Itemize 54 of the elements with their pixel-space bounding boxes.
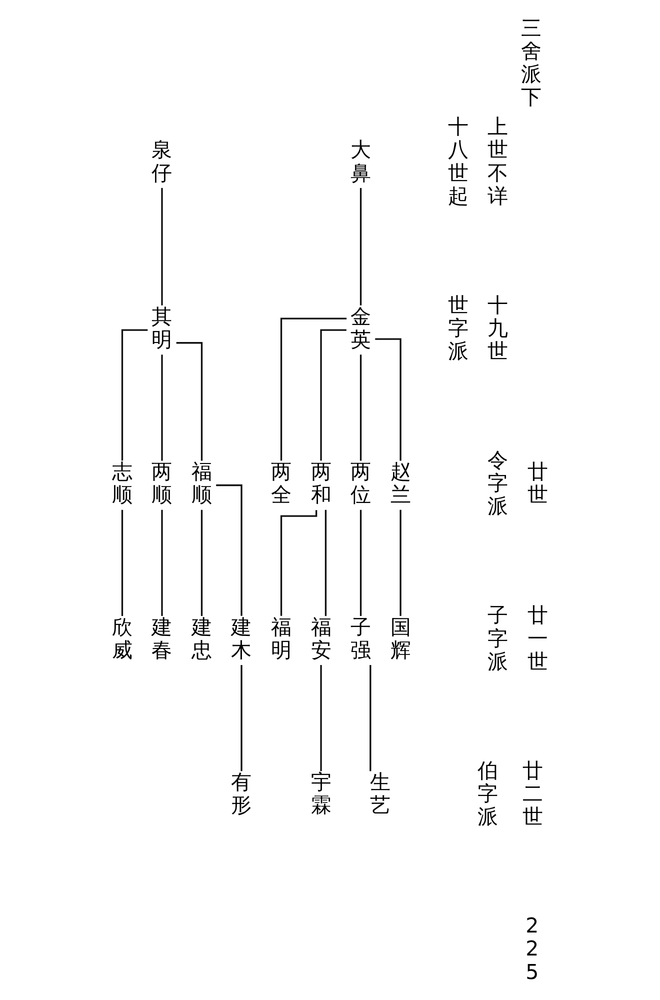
node-text: 宇霖 bbox=[310, 770, 332, 818]
label: 廿二世 bbox=[522, 758, 544, 829]
connector bbox=[360, 510, 362, 616]
node-text: 生艺 bbox=[370, 770, 391, 818]
connector bbox=[324, 510, 327, 616]
connector bbox=[161, 354, 163, 461]
node-text: 两和 bbox=[310, 460, 332, 507]
connector bbox=[216, 484, 242, 616]
node-text: 欣威 bbox=[112, 614, 133, 662]
node-text: 大鼻 bbox=[350, 138, 372, 185]
node-text: 金英 bbox=[350, 304, 372, 352]
connector bbox=[200, 510, 203, 616]
connector bbox=[121, 329, 148, 461]
connector bbox=[121, 510, 124, 616]
label: 上世不详 bbox=[488, 114, 509, 208]
connector bbox=[320, 665, 322, 772]
connector bbox=[176, 342, 203, 461]
node-text: 两顺 bbox=[152, 460, 173, 507]
node-text: 福安 bbox=[310, 614, 332, 662]
connector bbox=[360, 354, 362, 461]
connector bbox=[360, 188, 362, 306]
connector bbox=[280, 318, 347, 461]
connector bbox=[161, 510, 163, 616]
diagram-title: 三舍派下 bbox=[521, 16, 542, 110]
node-text: 志顺 bbox=[112, 460, 133, 507]
label: 伯字派 bbox=[477, 758, 498, 829]
label: 225 bbox=[526, 914, 539, 984]
node-text: 赵兰 bbox=[390, 460, 412, 507]
node-text: 两全 bbox=[271, 460, 292, 507]
connector bbox=[280, 510, 318, 616]
node-text: 有形 bbox=[231, 770, 252, 818]
node-text: 建春 bbox=[152, 614, 173, 662]
node-text: 福明 bbox=[271, 614, 292, 662]
connector bbox=[375, 338, 402, 461]
node-text: 建忠 bbox=[191, 614, 212, 662]
connector bbox=[240, 665, 242, 772]
label: 世字派 bbox=[448, 292, 469, 364]
connector bbox=[161, 188, 163, 306]
node-text: 其明 bbox=[152, 304, 173, 352]
label: 子字派 bbox=[488, 603, 509, 674]
connector bbox=[400, 510, 402, 616]
label: 十九世 bbox=[488, 292, 509, 364]
label: 廿一世 bbox=[528, 603, 549, 674]
node-text: 国辉 bbox=[390, 614, 412, 662]
label: 令字派 bbox=[488, 448, 509, 518]
connector bbox=[320, 329, 346, 461]
node-text: 建木 bbox=[231, 614, 252, 662]
node-text: 福顺 bbox=[191, 460, 212, 507]
label: 廿世 bbox=[528, 460, 549, 507]
node-text: 子强 bbox=[350, 614, 372, 662]
label: 十八世起 bbox=[448, 114, 469, 208]
node-text: 两位 bbox=[350, 460, 372, 507]
connector bbox=[370, 665, 372, 772]
node-text: 泉仔 bbox=[152, 138, 173, 185]
